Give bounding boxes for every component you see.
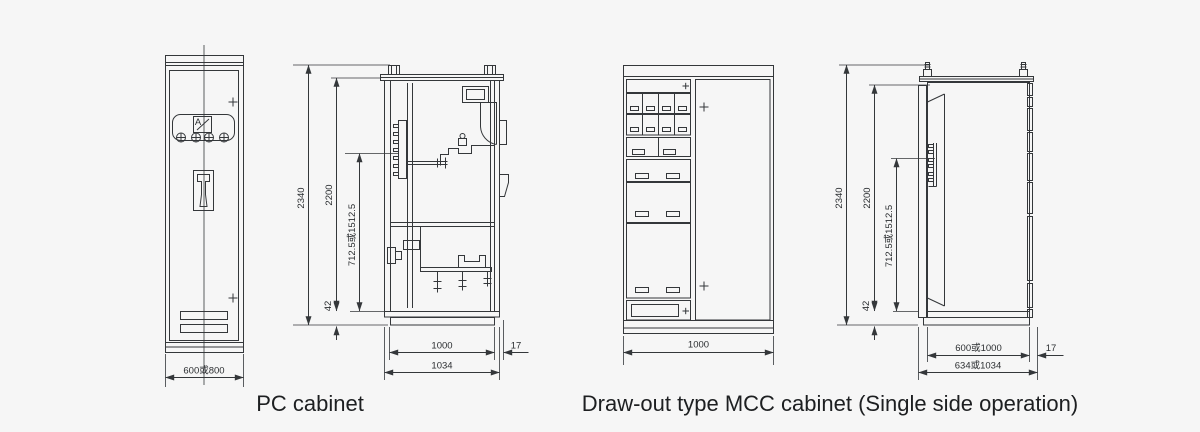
dimension-width: 1000 — [623, 336, 774, 365]
dimension-depth-offset: 17 — [1037, 343, 1064, 359]
dimension-width: 600或800 — [165, 354, 244, 387]
double-drawer-row — [626, 137, 691, 157]
dimension-height-frame: 2200 — [324, 77, 380, 312]
plus-mark — [228, 97, 238, 107]
bottom-rail — [384, 311, 500, 318]
lower-breaker-unit — [387, 226, 492, 293]
dimension-height-base: 42 — [861, 296, 878, 340]
dimension-height-unit: 712.5或1512.5 — [345, 153, 398, 312]
lifting-bolt — [923, 62, 932, 77]
pc-side-view: 2340 2200 712.5或1512.5 42 — [293, 64, 529, 380]
base-frame — [390, 317, 495, 326]
busbar-assembly — [928, 143, 937, 187]
ammeter-needle — [196, 118, 210, 131]
cabinet-outline — [165, 55, 244, 353]
plus-mark — [228, 293, 238, 303]
dim-text-42: 42 — [861, 301, 872, 312]
dimension-height-base: 42 — [323, 296, 340, 340]
arc-panel — [480, 102, 497, 145]
plus-mark — [699, 281, 709, 291]
front-door — [169, 70, 239, 341]
base-frame — [923, 317, 1030, 326]
pc-side-cabinet — [380, 65, 509, 326]
mcc-front-cabinet — [623, 65, 774, 334]
breaker-platform — [440, 133, 495, 166]
dim-text-1000: 1000 — [431, 341, 452, 352]
bottom-strip — [626, 300, 691, 321]
indicator-button — [191, 132, 201, 143]
cabinet-outline — [623, 65, 774, 334]
dim-text-2200: 2200 — [862, 187, 873, 208]
busbar-assembly — [393, 120, 407, 179]
inner-partition — [927, 93, 945, 307]
dim-text-2340: 2340 — [835, 187, 845, 208]
dim-text-1034: 1034 — [431, 361, 452, 372]
dim-text-712: 712.5或1512.5 — [346, 204, 358, 266]
dimension-depth-offset: 17 — [503, 320, 529, 360]
small-drawer-row — [626, 114, 691, 136]
ammeter-label: A — [195, 117, 202, 128]
top-strip — [626, 79, 691, 93]
vent-slot — [180, 311, 228, 320]
dim-text-17: 17 — [511, 341, 522, 352]
panel-cutout — [172, 114, 235, 141]
dim-text-1000: 1000 — [688, 340, 709, 351]
top-corner-box — [462, 86, 489, 103]
instrument-panel: A — [172, 114, 235, 143]
mcc-side-view: 2340 2200 712.5或1512.5 42 — [835, 62, 1064, 380]
dimension-width-inner: 600或1000 — [927, 327, 1030, 362]
frame-outline — [927, 82, 1030, 318]
drawer-unit — [626, 159, 691, 182]
dimension-height-overall: 2340 — [835, 64, 930, 326]
plus-mark — [699, 102, 709, 112]
dimension-height-unit: 712.5或1512.5 — [883, 158, 935, 312]
lifting-bolt — [388, 65, 400, 75]
busbar-door — [918, 85, 927, 318]
pc-front-view: A — [165, 45, 244, 387]
mcc-side-cabinet — [918, 62, 1034, 326]
drawer-unit — [626, 223, 691, 299]
dim-text-17: 17 — [1046, 343, 1057, 354]
dim-text-712: 712.5或1512.5 — [883, 205, 895, 267]
dimension-width-overall: 1034 — [384, 327, 500, 380]
lifting-bolt — [484, 65, 496, 75]
indicator-button — [219, 132, 229, 143]
caption-pc-cabinet: PC cabinet — [256, 391, 364, 416]
dimension-height-overall: 2340 — [293, 64, 390, 326]
drawer-unit — [626, 182, 691, 223]
dim-text-600-1000: 600或1000 — [955, 342, 1001, 354]
hinge-strip — [1027, 83, 1033, 318]
mcc-front-view: 1000 — [623, 65, 774, 365]
dimension-width-overall: 634或1034 — [918, 327, 1038, 380]
dim-text-width: 600或800 — [183, 365, 224, 377]
dim-text-634-1034: 634或1034 — [955, 360, 1001, 372]
vent-slot — [180, 324, 228, 333]
cable-compartment-door — [695, 79, 771, 321]
side-bracket — [499, 120, 509, 197]
dim-text-2340: 2340 — [296, 187, 307, 208]
pc-front-cabinet: A — [165, 45, 244, 385]
dim-text-2200: 2200 — [324, 184, 335, 205]
frame-outline — [384, 80, 500, 312]
indicator-button — [176, 132, 186, 143]
dimension-width-inner: 1000 — [389, 327, 495, 360]
dim-text-42: 42 — [323, 301, 334, 312]
lifting-bolt — [1019, 62, 1028, 77]
door-handle — [193, 170, 214, 211]
drawer-column — [626, 79, 691, 321]
small-drawer-row — [626, 93, 691, 114]
ammeter — [193, 116, 212, 133]
shelf — [390, 222, 495, 227]
caption-mcc-cabinet: Draw-out type MCC cabinet (Single side o… — [581, 391, 1079, 416]
indicator-button — [204, 132, 214, 143]
